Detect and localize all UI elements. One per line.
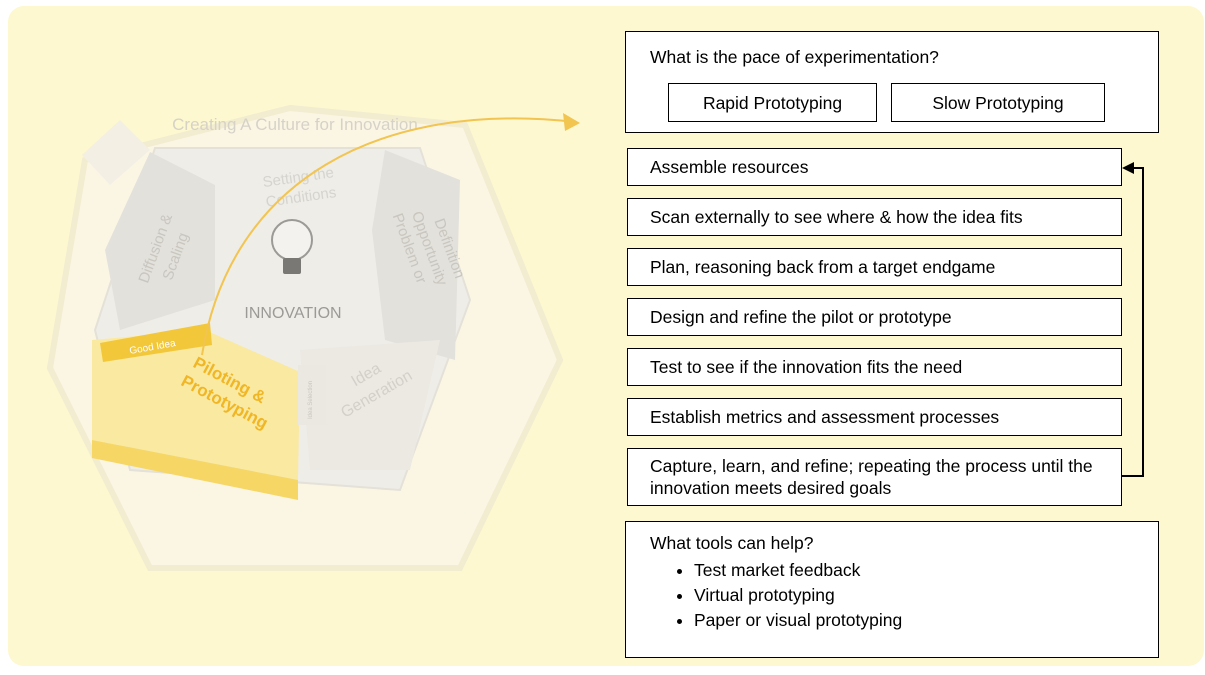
innovation-diagram: Creating A Culture for Innovation Settin…: [46, 104, 580, 571]
arrow-head: [563, 113, 580, 131]
innovation-label: INNOVATION: [244, 305, 341, 322]
tools-box: What tools can help? Test market feedbac…: [625, 521, 1159, 658]
slow-prototyping-option: Slow Prototyping: [891, 83, 1105, 122]
tools-title: What tools can help?: [650, 533, 814, 553]
lightbulb-icon: [271, 219, 313, 261]
tool-item: Paper or visual prototyping: [694, 608, 1158, 633]
rapid-prototyping-option: Rapid Prototyping: [668, 83, 877, 122]
tools-list: Test market feedback Virtual prototyping…: [650, 558, 1158, 633]
culture-label: Creating A Culture for Innovation: [172, 115, 418, 134]
step-capture-learn: Capture, learn, and refine; repeating th…: [627, 448, 1122, 506]
pace-question: What is the pace of experimentation?: [650, 47, 939, 67]
step-plan: Plan, reasoning back from a target endga…: [627, 248, 1122, 286]
idea-selection-tab: [298, 365, 326, 425]
problem-block: [372, 150, 460, 360]
tool-item: Test market feedback: [694, 558, 1158, 583]
step-scan-externally: Scan externally to see where & how the i…: [627, 198, 1122, 236]
corner-arrow-shape: [82, 120, 150, 185]
diffusion-block: [105, 152, 215, 330]
step-design: Design and refine the pilot or prototype: [627, 298, 1122, 336]
lightbulb-base: [283, 258, 301, 274]
step-assemble-resources: Assemble resources: [627, 148, 1122, 186]
tool-item: Virtual prototyping: [694, 583, 1158, 608]
piloting-block-edge: [92, 440, 298, 500]
feedback-loop-arrow: [1122, 162, 1144, 477]
pace-box: What is the pace of experimentation? Rap…: [625, 31, 1159, 133]
piloting-block: [92, 330, 300, 480]
idea-selection-label: Idea Selection: [308, 381, 314, 419]
curved-arrow: [201, 117, 576, 356]
step-test: Test to see if the innovation fits the n…: [627, 348, 1122, 386]
good-idea-tab: [100, 323, 212, 362]
step-metrics: Establish metrics and assessment process…: [627, 398, 1122, 436]
idea-generation-block: [300, 340, 440, 470]
